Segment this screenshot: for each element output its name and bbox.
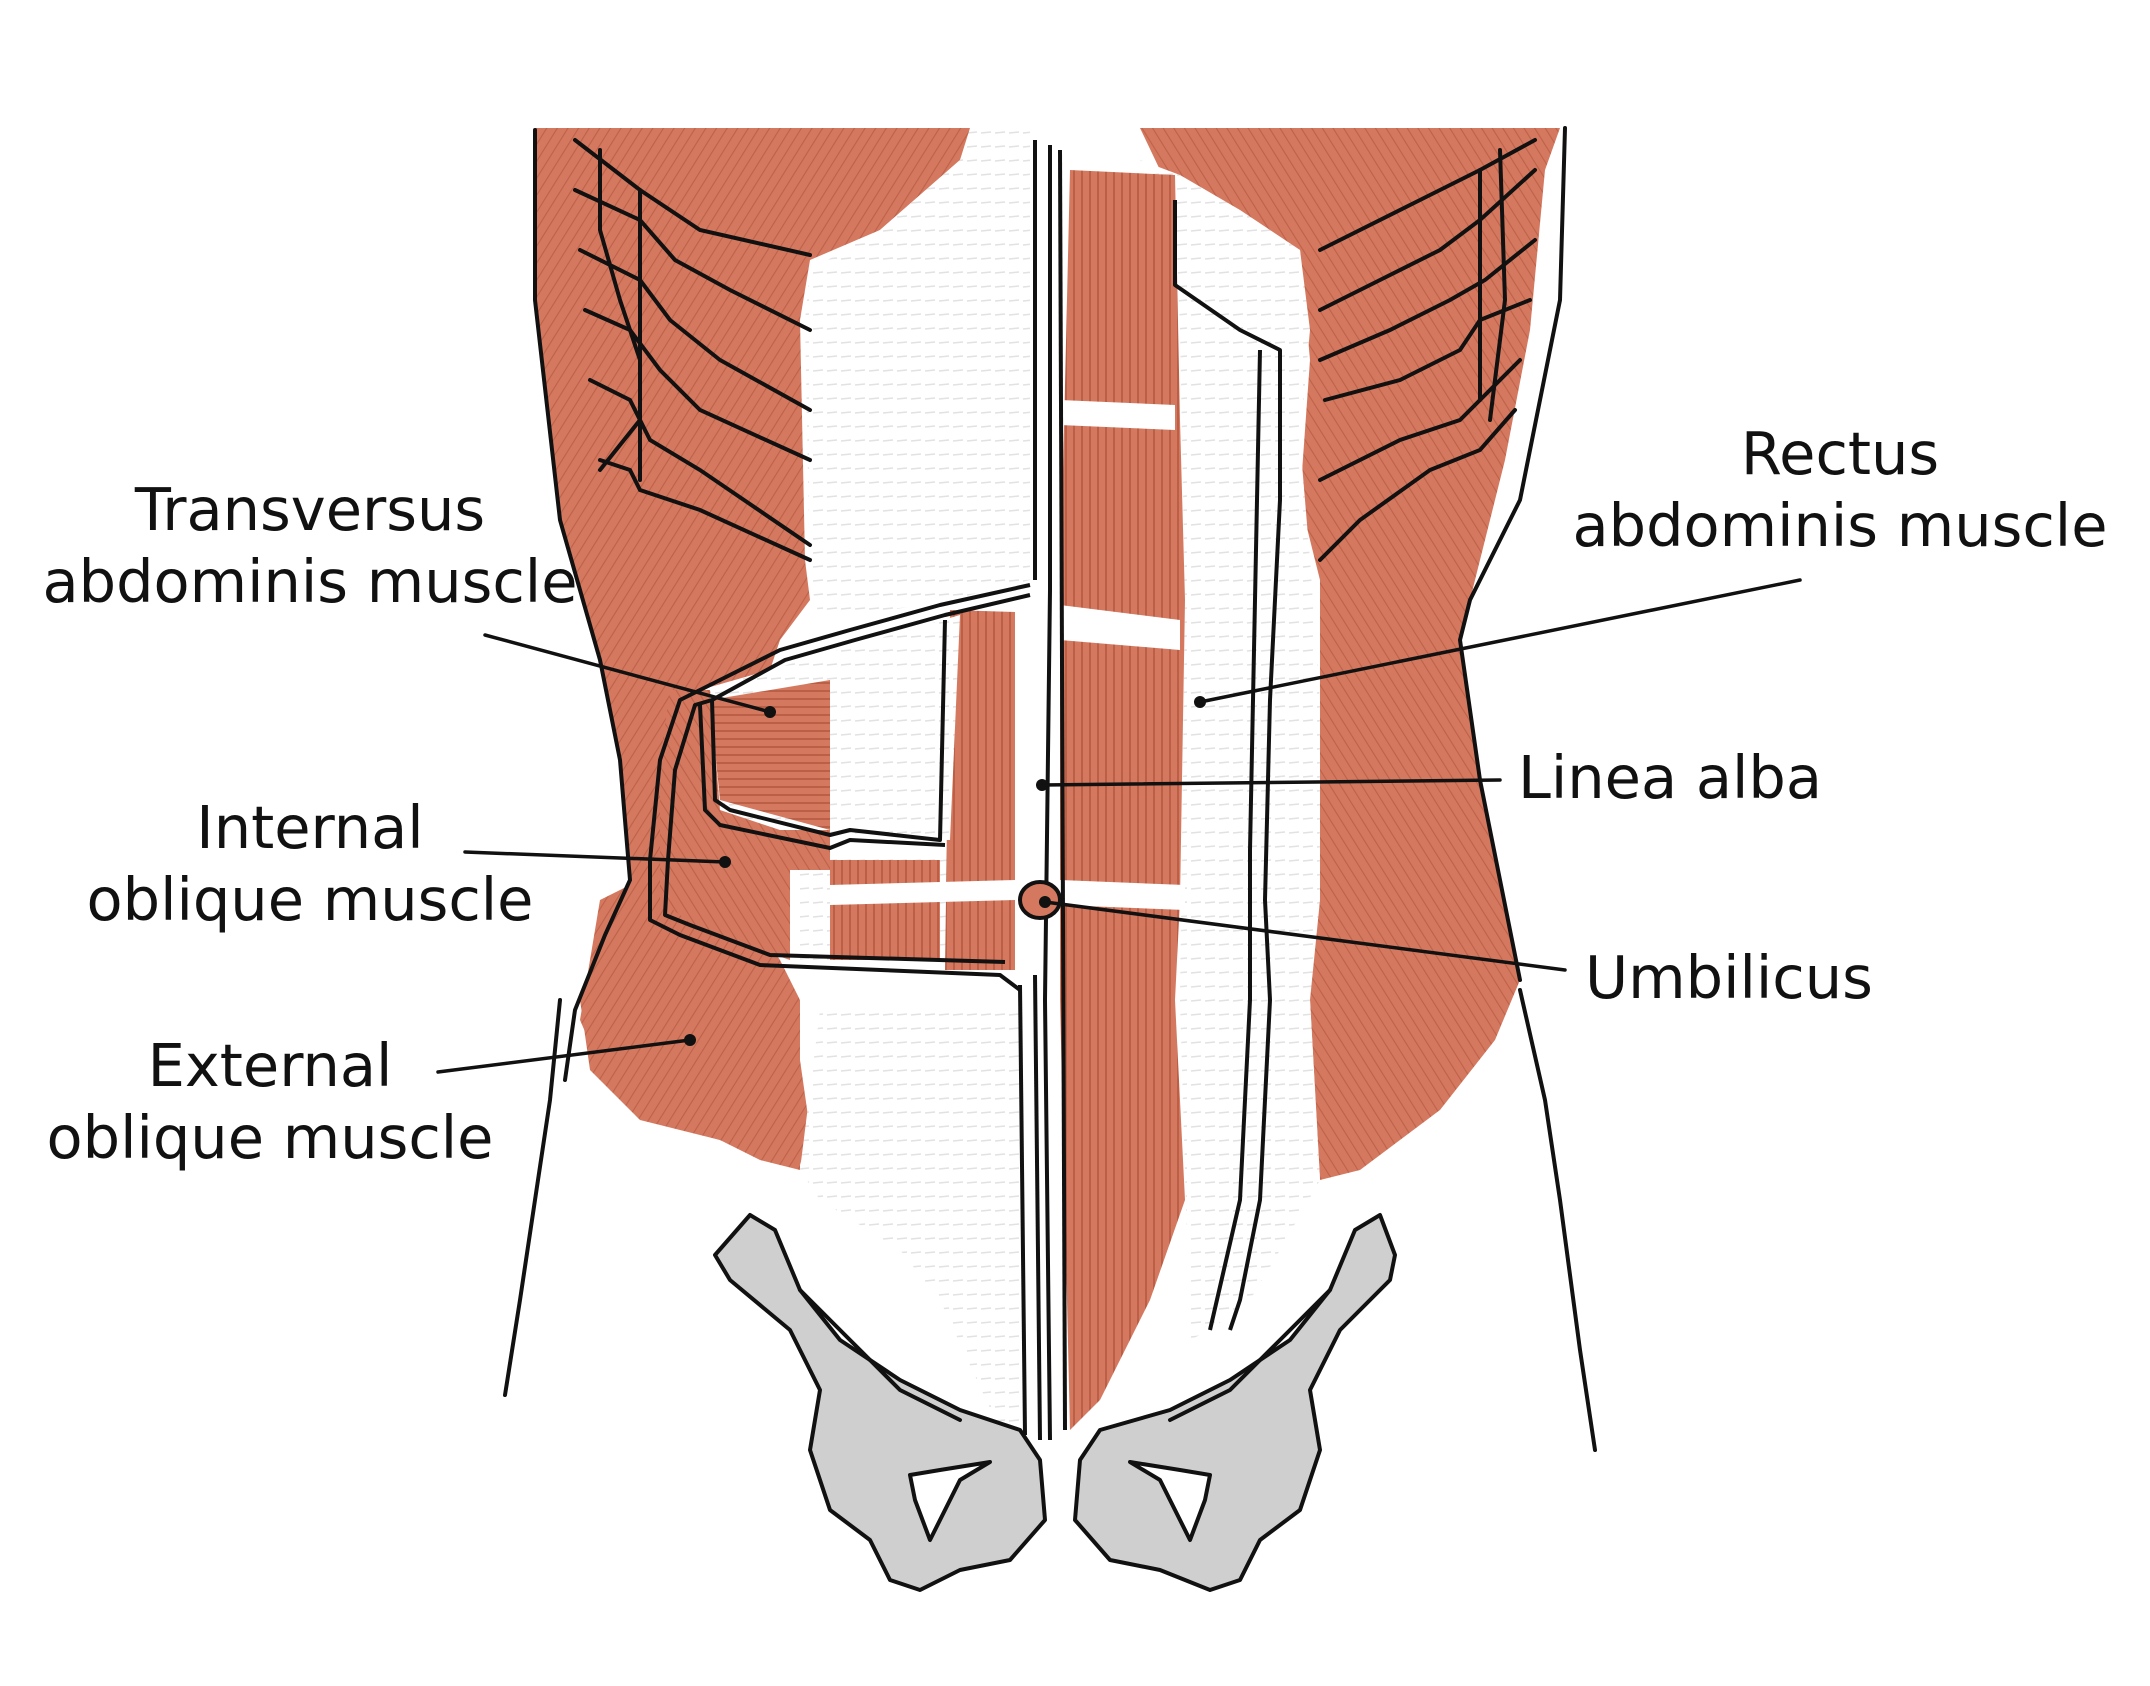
leader-external-oblique (436, 1038, 692, 1074)
left-external-oblique-lower (580, 880, 810, 1165)
linea-alba-line (1033, 140, 1067, 1441)
label-external-oblique: External oblique muscle (46, 1031, 494, 1172)
pelvis-foramen (908, 1460, 1212, 1542)
label-transversus-abdominis: Transversus abdominis muscle (42, 475, 578, 616)
leader-dots (684, 696, 1206, 1046)
leader-umbilicus (1043, 900, 1567, 972)
label-linea-alba: Linea alba (1518, 743, 1823, 812)
right-external-oblique (1140, 128, 1560, 1180)
pelvis-inner-lines (798, 1288, 1332, 1422)
label-umbilicus: Umbilicus (1585, 943, 1873, 1012)
leader-internal-oblique (463, 850, 727, 864)
rectus-sheath-edge (1173, 200, 1282, 1331)
right-rib-attachments (1318, 138, 1537, 562)
torso-outline (503, 126, 1597, 1452)
left-rectus-partial (830, 610, 1015, 970)
leader-lines (436, 578, 1802, 1074)
left-external-oblique (535, 128, 975, 1170)
label-internal-oblique: Internal oblique muscle (86, 793, 534, 934)
cut-flap-outlines (648, 583, 1042, 1441)
label-rectus-abdominis: Rectus abdominis muscle (1572, 419, 2108, 560)
right-aponeurosis (1140, 160, 1320, 1340)
left-rib-attachments (573, 138, 812, 562)
leader-transversus (483, 633, 772, 714)
leader-linea-alba (1040, 778, 1502, 787)
leader-rectus (1198, 578, 1802, 704)
pelvis (713, 1213, 1397, 1592)
rectus-abdominis (1060, 170, 1185, 1430)
